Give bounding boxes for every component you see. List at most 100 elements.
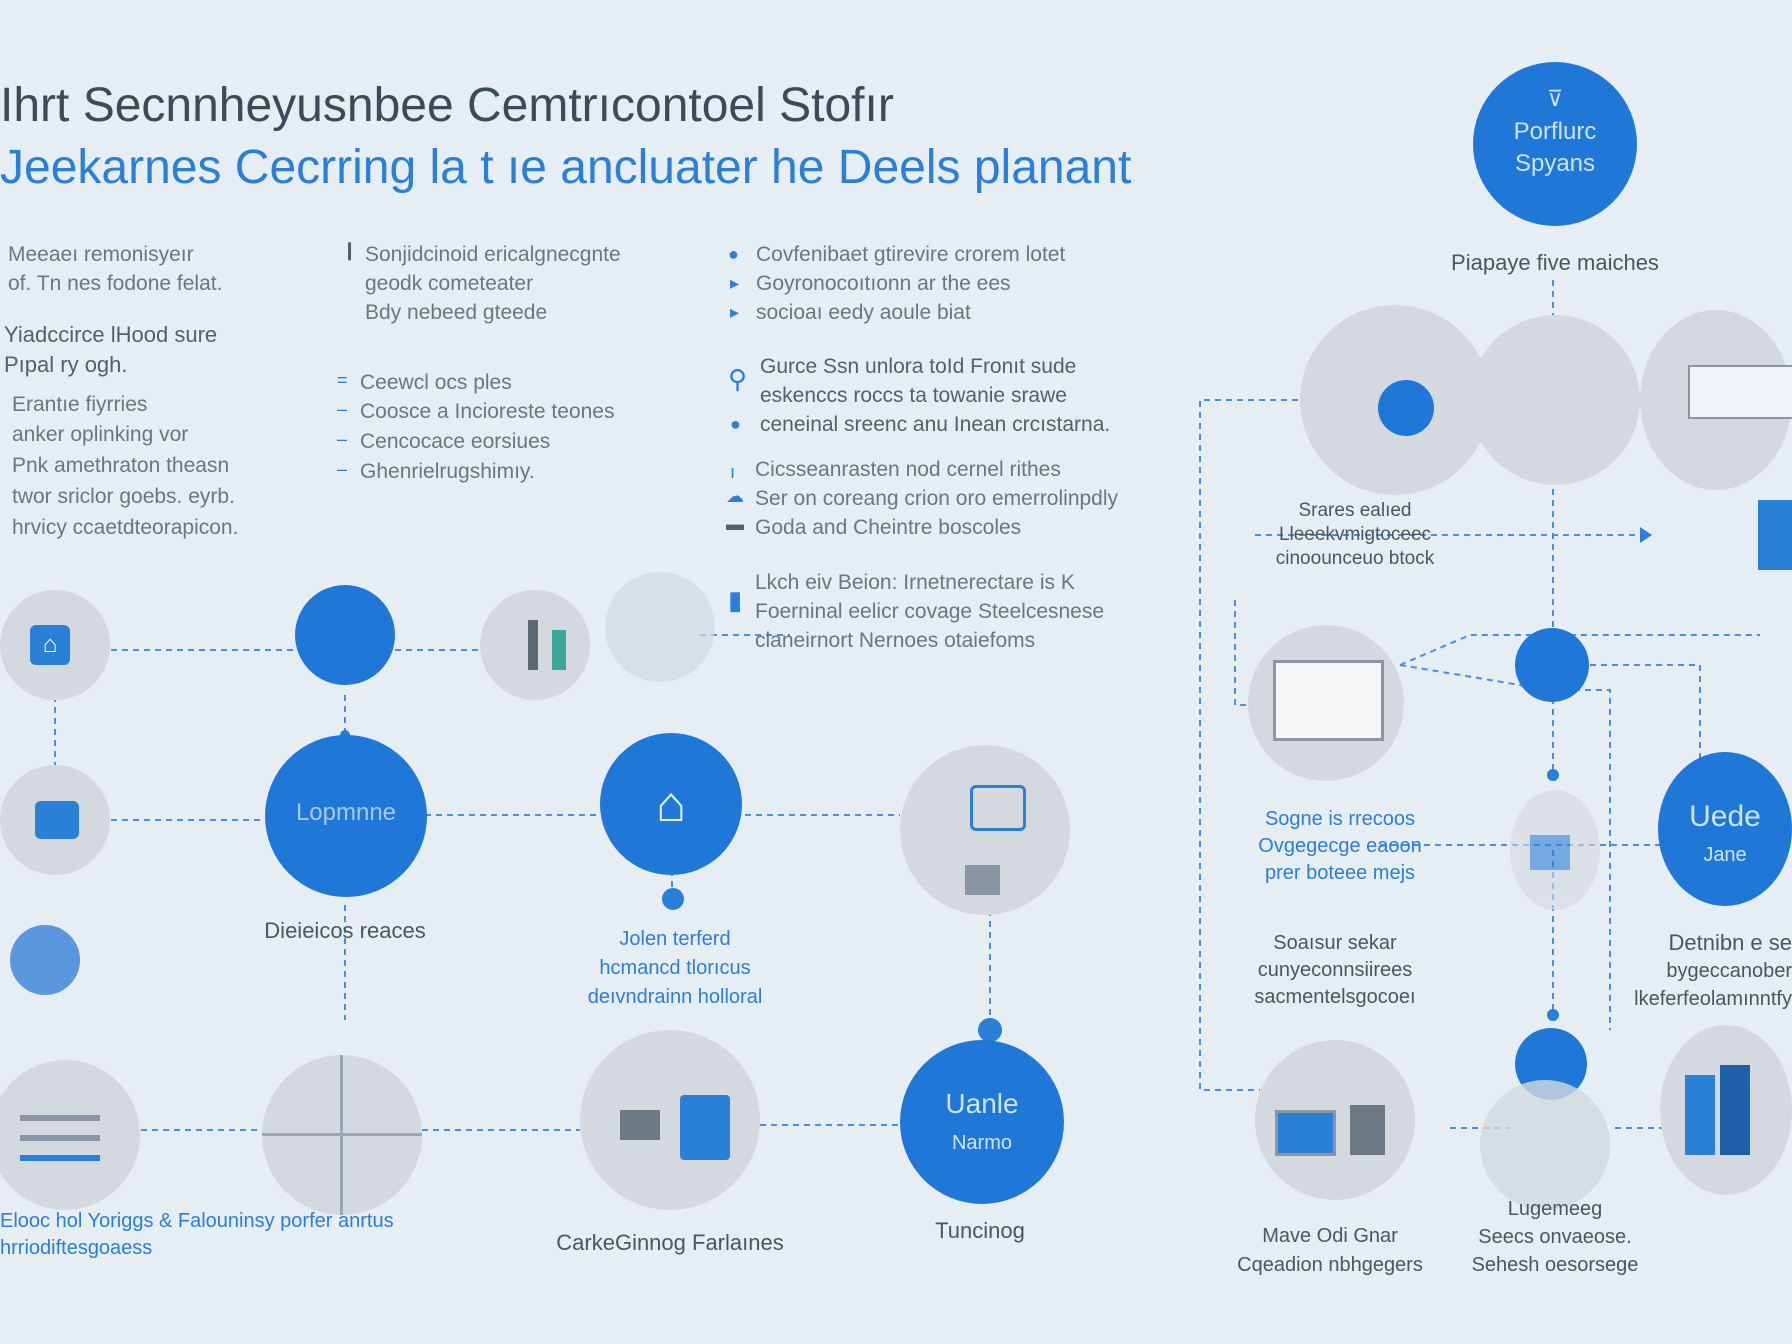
col2-line: Ceewcl ocs ples <box>360 371 512 394</box>
dot-icon: ı <box>730 462 736 482</box>
col3-line: Lkch eiv Beion: Irnetnerectare is K <box>755 571 1075 594</box>
lamp-icon <box>10 925 80 995</box>
drop-icon: ⚲ <box>728 364 748 394</box>
node-caption: lkeferfeolamınntfy <box>1634 988 1792 1010</box>
node-small-blue <box>1378 380 1434 436</box>
node-caption: bygeccanober <box>1666 960 1792 982</box>
node-rack <box>1660 1025 1792 1195</box>
col3-line: Goda and Cheintre boscoles <box>755 516 1022 539</box>
house-icon: ⌂ <box>655 776 687 832</box>
document-icon <box>20 1115 100 1121</box>
monitor-icon <box>1273 660 1384 741</box>
node-blue-top <box>295 585 395 685</box>
node-sensor <box>1480 1080 1610 1210</box>
node-caption: CarkeGinnog Farlaınes <box>556 1230 784 1255</box>
node-caption: hcmancd tlorıcus <box>599 957 751 979</box>
node-left-top: ⌂ <box>0 590 110 700</box>
pin-icon: ❙ <box>342 240 358 260</box>
node-blue-bottom: Uanle Narmo <box>900 1040 1064 1204</box>
node-gadgets <box>900 745 1070 915</box>
node-caption: Mave Odi Gnar <box>1262 1225 1398 1247</box>
bottle-icon <box>528 620 538 670</box>
col2-line: Cencocace eorsiues <box>360 430 551 453</box>
node-left-bottom <box>0 1060 140 1210</box>
pin-icon <box>978 1018 1002 1042</box>
node-caption: Sogne is rrecoos <box>1264 808 1416 830</box>
col1-heading: Pıpal ry ogh. <box>4 352 128 377</box>
node-cloud-2 <box>1470 315 1640 485</box>
node-caption: hrriodiftesgoaess <box>0 1237 153 1259</box>
col3-line: socioaı eedy aoule biat <box>756 301 971 324</box>
col3-line: Cicsseanrasten nod cernel rithes <box>755 458 1061 481</box>
node-blue-middle: Lopmnne <box>265 735 427 897</box>
node-caption: cunyeconnsiirees <box>1257 959 1413 981</box>
col1-line: of. Tn nes fodone felat. <box>8 272 223 295</box>
col2-line: Ghenrielrugshimıy. <box>360 460 535 483</box>
cloud-icon: ☁ <box>726 486 744 506</box>
bullet-icon: – <box>337 429 348 449</box>
node-blue-bottom-label1: Uanle <box>945 1088 1019 1119</box>
pin-icon <box>662 888 684 910</box>
node-faded <box>605 572 715 682</box>
node-caption: Lugemeeg <box>1507 1198 1603 1220</box>
camera-icon <box>970 785 1026 831</box>
col2-line: Coosce a Incioreste teones <box>360 400 615 423</box>
node-blue-right-label2: Jane <box>1703 844 1747 866</box>
node-blue-right: Uede Jane <box>1658 752 1792 906</box>
arrow-icon: ▸ <box>730 273 740 293</box>
col3-line: Foerninal eelicr covage Steelcesnese <box>755 600 1105 623</box>
node-caption: Lleeekvmigtoceec <box>1278 524 1432 545</box>
top-badge-label1: Porflurc <box>1513 118 1597 145</box>
col1-line: Erantıe fiyrries <box>12 393 148 416</box>
col1-line: hrvicy ccaetdteorapicon. <box>12 516 239 539</box>
arrow-icon: ▸ <box>730 302 740 322</box>
node-monitor <box>1248 625 1404 781</box>
dot-icon: ● <box>730 414 741 434</box>
col1-line: anker oplinking vor <box>12 423 189 446</box>
col3-line: Ser on coreang crion oro emerrolinpdly <box>755 487 1119 510</box>
node-caption: Sehesh oesorsege <box>1471 1254 1639 1276</box>
node-caption: Ovgegecge eaoon <box>1258 835 1422 857</box>
node-caption: Jolen terferd <box>619 928 731 950</box>
col2-line: Bdy nebeed gteede <box>365 301 548 324</box>
node-caption: cinoounceuo btock <box>1275 548 1435 569</box>
page-subtitle: Jeekarnes Cecrring la t ıe ancluater he … <box>0 141 1132 194</box>
node-workstation <box>1255 1040 1415 1200</box>
node-hub <box>1515 628 1589 702</box>
tablet-icon <box>680 1095 730 1160</box>
col3-line: eskenccs roccs ta towanie srawe <box>760 384 1067 407</box>
col1-line: Pnk amethraton theasn <box>12 454 230 477</box>
printer-icon <box>620 1110 660 1140</box>
col1-line: Meeaeı remonisyeır <box>8 243 194 266</box>
bullet-icon: = <box>337 370 348 390</box>
device-icon <box>1758 500 1792 570</box>
node-caption: deıvndrainn holloral <box>587 986 763 1008</box>
bullet-icon: – <box>337 459 348 479</box>
col3-line: Gurce Ssn unlora toId Fronıt sude <box>760 355 1077 378</box>
server-icon <box>1685 1075 1715 1155</box>
bullet-icon: – <box>337 399 348 419</box>
bottle-icon: ▮ <box>728 585 743 615</box>
col1-heading: Yiadccirce lHood sure <box>4 322 218 347</box>
top-badge-label2: Spyans <box>1514 150 1596 177</box>
node-blue-middle-label: Lopmnne <box>295 799 397 826</box>
node-map <box>262 1055 422 1215</box>
node-caption: Cqeadion nbhgegers <box>1237 1254 1423 1276</box>
node-caption: Elooc hol Yoriggs & Falouninsy porfer an… <box>0 1210 394 1232</box>
beaker-icon <box>1530 835 1570 870</box>
col2-line: geodk cometeater <box>365 272 534 295</box>
node-blue-bottom-label2: Narmo <box>951 1132 1012 1154</box>
cup-icon: ⊽ <box>1546 86 1564 111</box>
node-caption: Seecs onvaeose. <box>1478 1226 1632 1248</box>
col3-line: Goyronocoıtıonn ar the ees <box>756 272 1011 295</box>
node-tools <box>480 590 590 700</box>
col3-line: ceneinal sreenc anu Inean crcıstarna. <box>760 413 1111 436</box>
col2-line: Sonjidcinoid ericalgnecgnte <box>365 243 621 266</box>
node-caption: prer boteee mejs <box>1264 862 1416 884</box>
page-title: Ihrt Secnnheyusnbee Cemtrıcontoel Stofır <box>0 79 894 132</box>
node-devices <box>580 1030 760 1210</box>
col1-line: twor sriclor goebs. eyrb. <box>12 485 235 508</box>
top-badge-caption: Piapaye five maiches <box>1451 250 1659 275</box>
